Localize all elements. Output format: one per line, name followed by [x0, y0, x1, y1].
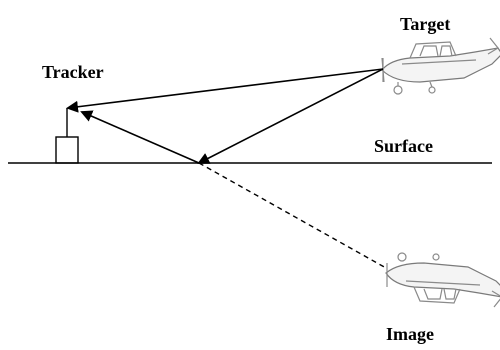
incident-path-arrow [197, 68, 384, 164]
target-label: Target [400, 14, 450, 34]
tracker-label: Tracker [42, 62, 104, 82]
reflected-path-arrow [80, 110, 200, 164]
tracker-icon [55, 108, 79, 164]
image-label: Image [386, 324, 434, 344]
direct-path-arrow [66, 68, 384, 113]
image-path-dashed [198, 162, 387, 269]
surface-label: Surface [374, 136, 433, 156]
airplane-reflection-icon [385, 252, 500, 308]
airplane-icon [381, 37, 500, 95]
